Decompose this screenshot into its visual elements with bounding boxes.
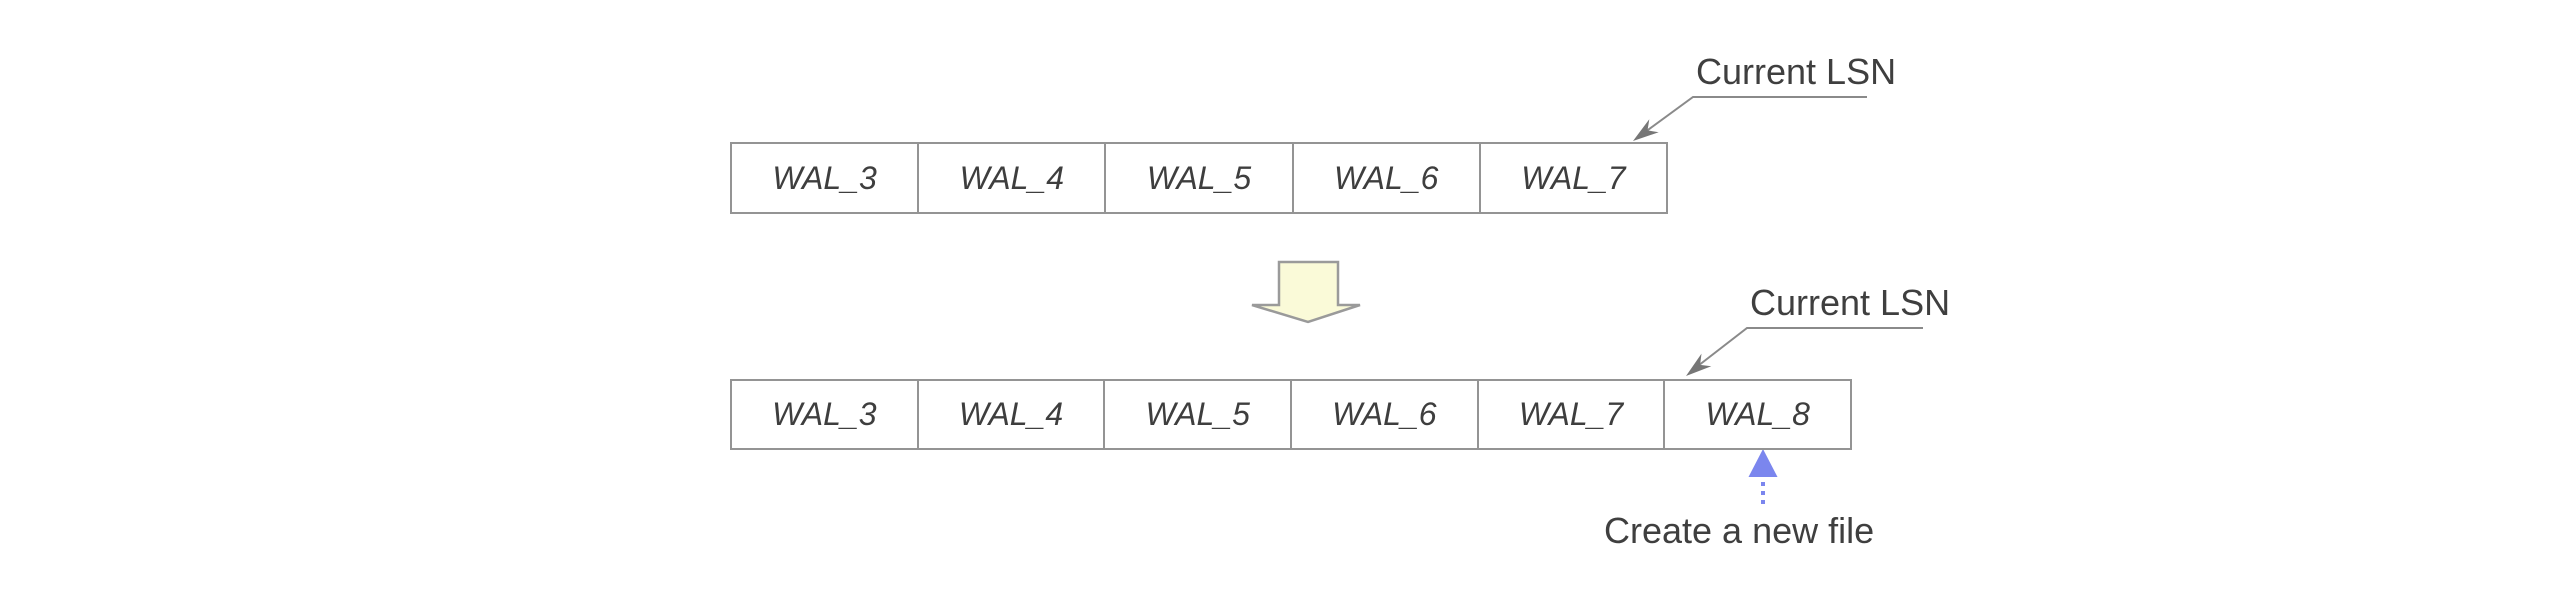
wal-file-label: WAL_6 [1334,159,1439,196]
leader-line-after [1693,327,1923,370]
current-lsn-label-before: Current LSN [1696,51,1897,92]
leader-line-before [1640,96,1867,136]
wal-file-label: WAL_4 [958,396,1064,432]
wal-row-before: WAL_3 WAL_4 WAL_5 WAL_6 WAL_7 [730,142,1668,214]
wal-file-label: WAL_8 [1705,396,1810,432]
diagonal-leader-arrow-icon [1633,119,1659,141]
current-lsn-leader-before [1633,96,1867,141]
wal-file-cell-wal6: WAL_6 [1294,144,1481,212]
down-block-arrow-icon [1251,260,1361,324]
wal-file-cell-wal3: WAL_3 [732,381,919,448]
current-lsn-leader-after [1686,327,1923,376]
up-arrowhead [1748,449,1778,477]
wal-file-label: WAL_7 [1521,159,1626,196]
dotted-up-arrow-icon [1748,449,1778,506]
wal-file-label: WAL_3 [772,396,877,432]
current-lsn-label-after: Current LSN [1750,282,1951,323]
wal-file-cell-wal5: WAL_5 [1106,144,1294,212]
wal-file-cell-wal7: WAL_7 [1479,381,1666,448]
wal-file-label: WAL_4 [959,159,1064,196]
wal-file-cell-wal3: WAL_3 [732,144,920,212]
wal-file-cell-wal6: WAL_6 [1292,381,1479,448]
diagonal-leader-arrow-icon [1686,353,1712,376]
wal-file-label: WAL_6 [1332,396,1437,432]
wal-file-label: WAL_5 [1146,159,1252,196]
wal-file-label: WAL_7 [1518,396,1624,432]
wal-file-label: WAL_3 [772,159,877,196]
wal-file-cell-wal4: WAL_4 [919,144,1107,212]
wal-file-cell-wal4: WAL_4 [919,381,1106,448]
wal-row-after: WAL_3 WAL_4 WAL_5 WAL_6 WAL_7 WAL_8 [730,379,1852,450]
wal-file-cell-wal7: WAL_7 [1481,144,1666,212]
wal-file-cell-wal5: WAL_5 [1105,381,1293,448]
wal-file-label: WAL_5 [1145,396,1250,432]
wal-file-cell-wal8: WAL_8 [1665,381,1850,448]
create-new-file-label: Create a new file [1604,510,1875,551]
